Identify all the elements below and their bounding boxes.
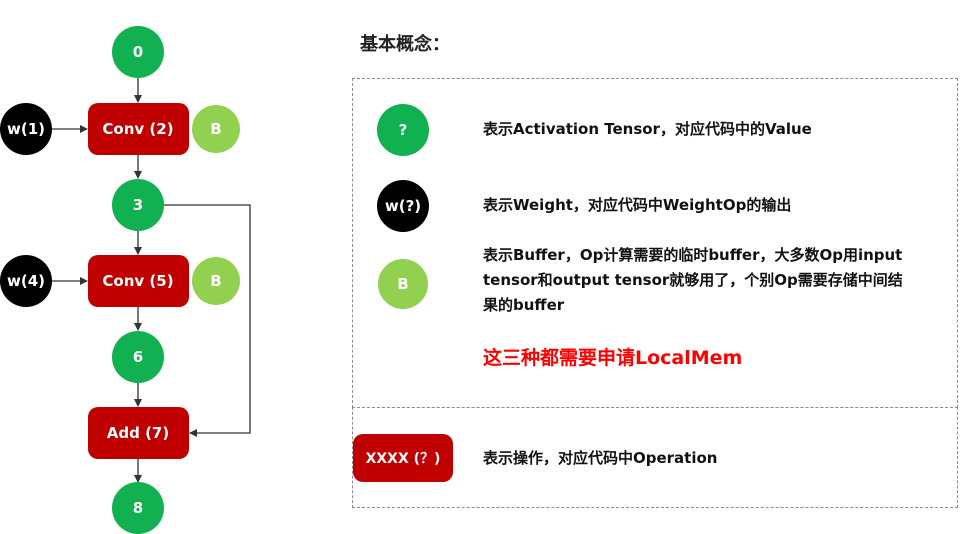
node-3: 3 bbox=[112, 179, 164, 231]
node-8: 8 bbox=[112, 482, 164, 534]
node-w1: w(1) bbox=[0, 103, 52, 155]
buffer-legend-text: 表示Buffer，Op计算需要的临时buffer，大多数Op用input ten… bbox=[483, 243, 903, 318]
svg-text:8: 8 bbox=[133, 499, 143, 517]
buffer-legend-line-2: tensor和output tensor就够用了，个别Op需要存储中间结 bbox=[483, 271, 903, 289]
svg-text:Conv (5): Conv (5) bbox=[102, 272, 173, 290]
node-buffer-conv5: B bbox=[192, 257, 240, 305]
legend-title: 基本概念： bbox=[360, 34, 450, 55]
activation-legend-text: 表示Activation Tensor，对应代码中的Value bbox=[483, 120, 812, 138]
weight-legend-text: 表示Weight，对应代码中WeightOp的输出 bbox=[483, 196, 792, 214]
buffer-legend-line-1: 表示Buffer，Op计算需要的临时buffer，大多数Op用input bbox=[483, 246, 903, 264]
node-0: 0 bbox=[112, 26, 164, 78]
svg-text:w(1): w(1) bbox=[7, 120, 45, 138]
operation-legend-icon: XXXX (？) bbox=[353, 434, 453, 482]
svg-text:B: B bbox=[210, 120, 221, 138]
svg-text:0: 0 bbox=[133, 43, 143, 61]
weight-legend-icon: w(?) bbox=[377, 180, 429, 232]
node-conv5: Conv (5) bbox=[88, 255, 189, 307]
svg-text:B: B bbox=[210, 272, 221, 290]
node-6: 6 bbox=[112, 331, 164, 383]
node-add7: Add (7) bbox=[88, 407, 189, 459]
svg-text:6: 6 bbox=[133, 348, 143, 366]
operation-legend-text: 表示操作，对应代码中Operation bbox=[483, 449, 718, 467]
node-conv2: Conv (2) bbox=[88, 103, 189, 155]
legend-panel-operation bbox=[352, 407, 958, 508]
svg-text:Conv (2): Conv (2) bbox=[102, 120, 173, 138]
svg-text:3: 3 bbox=[133, 196, 143, 214]
edge-3-add7-skip bbox=[164, 204, 251, 437]
svg-text:Add (7): Add (7) bbox=[107, 424, 169, 442]
svg-text:w(4): w(4) bbox=[7, 272, 45, 290]
node-w4: w(4) bbox=[0, 255, 52, 307]
buffer-legend-line-3: 果的buffer bbox=[483, 296, 565, 314]
localmem-note: 这三种都需要申请LocalMem bbox=[483, 347, 743, 369]
buffer-legend-icon: B bbox=[378, 259, 428, 309]
graph-edges bbox=[52, 78, 251, 483]
node-buffer-conv2: B bbox=[192, 105, 240, 153]
activation-legend-icon: ? bbox=[377, 104, 429, 156]
